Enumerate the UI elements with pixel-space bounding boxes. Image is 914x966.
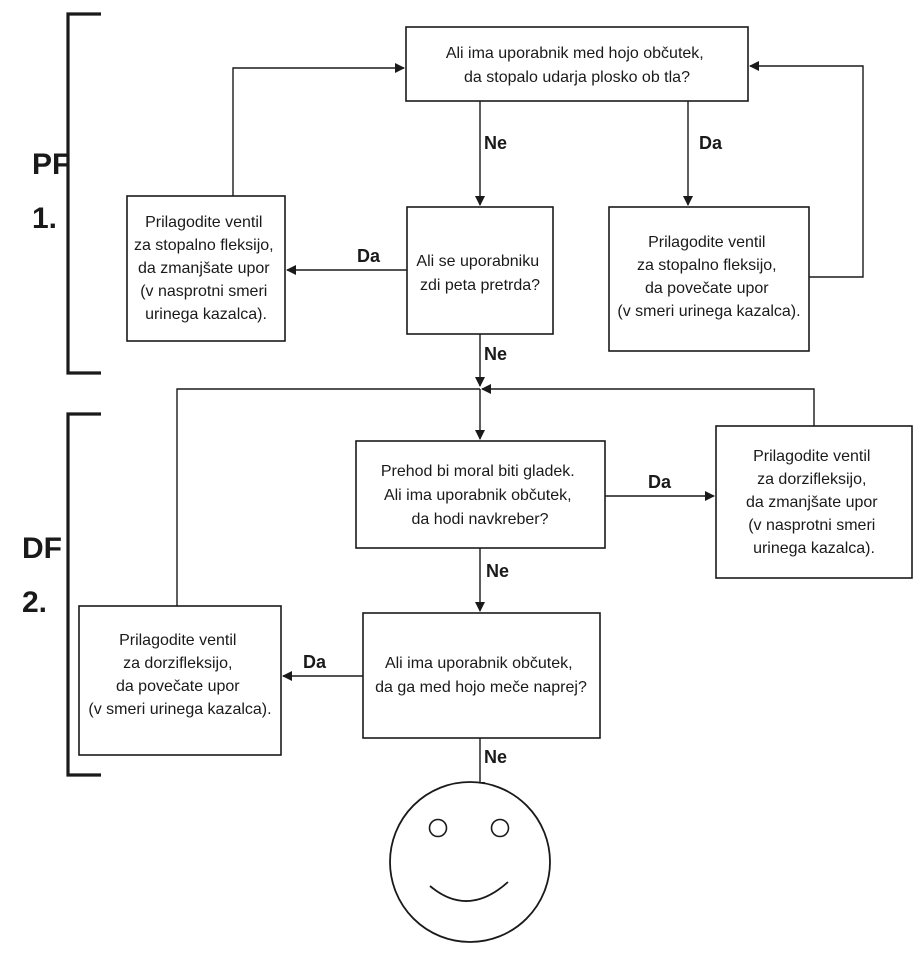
df-decrease-line: za dorzifleksijo,	[757, 471, 866, 488]
df-section-label: DF	[22, 532, 62, 565]
q4-line: Ali ima uporabnik občutek,	[385, 655, 573, 672]
df-increase-line: da povečate upor	[116, 678, 240, 695]
q4-forward-box: Ali ima uporabnik občutek, da ga med hoj…	[362, 612, 601, 739]
df-section-bracket	[66, 412, 101, 777]
arrow-pf-decrease-back-to-q1	[232, 63, 405, 196]
svg-text:Prehod bi moral biti gladek.: Prehod bi moral biti gladek. Ali ima upo…	[381, 463, 579, 528]
edge-label-q4-yes: Da	[303, 652, 327, 672]
q3-line: Ali ima uporabnik občutek,	[384, 487, 572, 504]
q2-line: zdi peta pretrda?	[420, 277, 540, 294]
q4-line: da ga med hojo meče naprej?	[375, 679, 587, 696]
edge-label-q3-no: Ne	[486, 561, 509, 581]
df-increase-resistance-box: Prilagodite ventil za dorzifleksijo, da …	[78, 605, 282, 756]
q1-line: da stopalo udarja plosko ob tla?	[464, 69, 690, 86]
svg-text:Prilagodite ventil za do: Prilagodite ventil za dorzifleksijo, da …	[88, 632, 271, 718]
svg-text:Prilagodite ventil za do: Prilagodite ventil za dorzifleksijo, da …	[746, 448, 882, 557]
df-decrease-line: da zmanjšate upor	[746, 494, 878, 511]
svg-text:Ali se uporabniku zdi pe: Ali se uporabniku zdi peta pretrda?	[416, 253, 543, 294]
q2-line: Ali se uporabniku	[416, 253, 539, 270]
edge-label-q4-no: Ne	[484, 747, 507, 767]
pf-increase-line: (v smeri urinega kazalca).	[617, 303, 800, 320]
q3-line: Prehod bi moral biti gladek.	[381, 463, 575, 480]
arrow-pf-increase-back-to-q1	[749, 61, 864, 278]
q3-line: da hodi navkreber?	[412, 511, 549, 528]
q2-heel-hard-box: Ali se uporabniku zdi peta pretrda?	[406, 206, 554, 335]
df-decrease-line: (v nasprotni smeri	[748, 517, 875, 534]
svg-text:Ali ima uporabnik med hojo obč: Ali ima uporabnik med hojo občutek, da s…	[446, 45, 708, 86]
svg-text:Prilagodite ventil za st: Prilagodite ventil za stopalno fleksijo,…	[617, 234, 800, 320]
svg-text:Prilagodite ventil za st: Prilagodite ventil za stopalno fleksijo,…	[134, 214, 278, 323]
q3-uphill-box: Prehod bi moral biti gladek. Ali ima upo…	[355, 440, 606, 549]
pf-decrease-line: da zmanjšate upor	[138, 260, 270, 277]
smiley-face-icon	[389, 781, 551, 943]
edge-label-q2-yes: Da	[357, 246, 381, 266]
pf-increase-line: Prilagodite ventil	[648, 234, 765, 251]
pf-section-number: 1.	[32, 202, 57, 235]
q1-flat-foot-box: Ali ima uporabnik med hojo občutek, da s…	[405, 26, 749, 102]
pf-increase-line: da povečate upor	[645, 280, 769, 297]
pf-decrease-line: za stopalno fleksijo,	[134, 237, 274, 254]
pf-decrease-line: (v nasprotni smeri	[140, 283, 267, 300]
pf-increase-resistance-box: Prilagodite ventil za stopalno fleksijo,…	[608, 206, 810, 352]
edge-label-q1-no: Ne	[484, 133, 507, 153]
pf-section-bracket	[66, 12, 101, 375]
df-decrease-line: Prilagodite ventil	[753, 448, 870, 465]
line-df-increase-back-to-junction	[176, 388, 480, 606]
arrow-df-decrease-back-to-junction	[481, 384, 815, 426]
svg-text:Ali ima uporabnik občutek,: Ali ima uporabnik občutek, da ga med hoj…	[375, 655, 587, 696]
df-decrease-resistance-box: Prilagodite ventil za dorzifleksijo, da …	[715, 425, 913, 579]
edge-label-q3-yes: Da	[648, 472, 672, 492]
df-increase-line: za dorzifleksijo,	[123, 655, 232, 672]
q1-line: Ali ima uporabnik med hojo občutek,	[446, 45, 704, 62]
pf-decrease-resistance-box: Prilagodite ventil za stopalno fleksijo,…	[126, 195, 286, 342]
df-decrease-line: urinega kazalca).	[753, 540, 875, 557]
edge-label-q1-yes: Da	[699, 133, 723, 153]
edge-label-q2-no: Ne	[484, 344, 507, 364]
df-section-number: 2.	[22, 586, 47, 619]
pf-decrease-line: Prilagodite ventil	[145, 214, 262, 231]
df-increase-line: Prilagodite ventil	[119, 632, 236, 649]
pf-increase-line: za stopalno fleksijo,	[637, 257, 777, 274]
df-increase-line: (v smeri urinega kazalca).	[88, 701, 271, 718]
pf-decrease-line: urinega kazalca).	[145, 306, 267, 323]
pf-section-label: PF	[32, 148, 70, 181]
